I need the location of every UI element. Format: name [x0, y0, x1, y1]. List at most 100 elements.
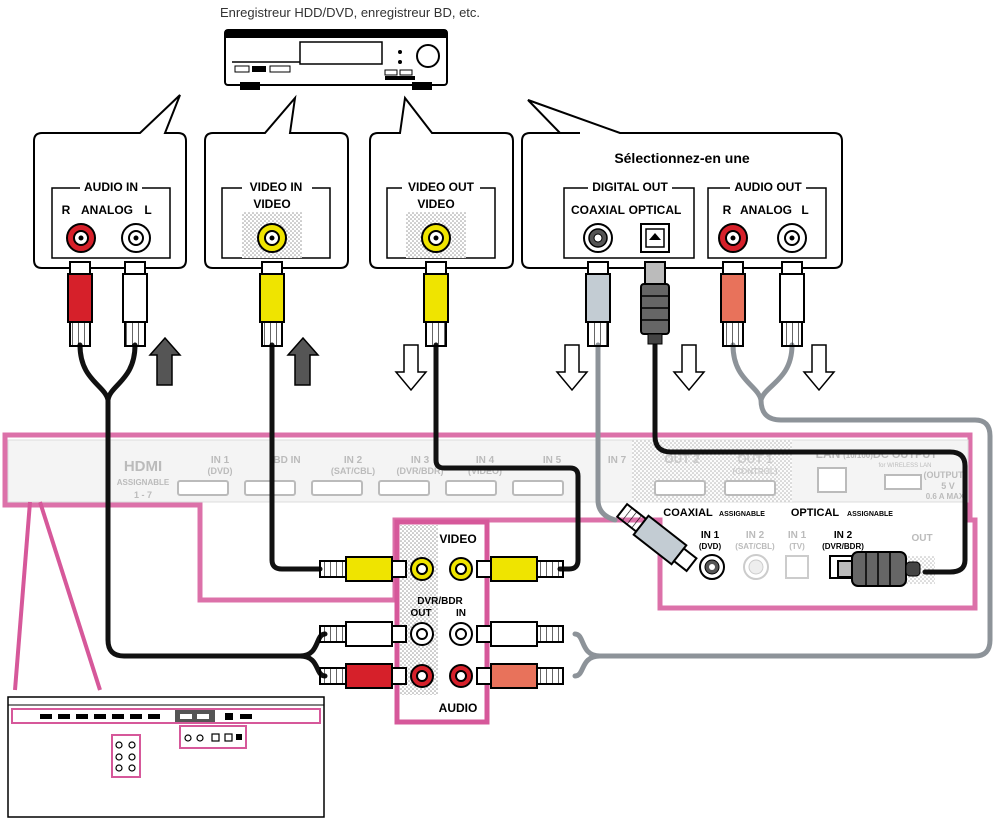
audio-out-l: L [801, 203, 808, 217]
hdmi-out1-label: OUT 1 [737, 452, 773, 466]
coax-in1-jack-icon [699, 554, 725, 580]
dvr-bdr-label: DVR/BDR [417, 596, 463, 607]
bubble-video-in: VIDEO IN VIDEO [204, 94, 349, 269]
coax-in2-sub: (SAT/CBL) [735, 542, 775, 551]
dvr-out-label: OUT [410, 608, 431, 619]
digital-out-title: DIGITAL OUT [592, 180, 668, 194]
opt-in2-label: IN 2 [834, 530, 853, 541]
hdmi-in1-label: IN 1 [211, 455, 230, 466]
rca-plug-red-h-left-icon [319, 663, 407, 689]
audio-out-r-jack-icon [718, 223, 748, 253]
rca-plug-yellow-h-left-icon [319, 556, 407, 582]
coaxial-out-jack-icon [583, 223, 613, 253]
bubble-audio-in: AUDIO IN R ANALOG L [33, 94, 187, 269]
optical-label: OPTICAL [791, 507, 840, 519]
hdmi-in2-label: IN 2 [344, 455, 363, 466]
coaxial-plug-diagonal-icon [615, 502, 698, 573]
coaxial-plug-icon [585, 261, 611, 347]
audio-r-in-rca-icon [449, 664, 473, 688]
video-in-sub: VIDEO [253, 197, 290, 211]
hdmi-out2-label: OUT 2 [664, 452, 700, 466]
video-out-title: VIDEO OUT [408, 180, 475, 194]
rca-plug-white-out-icon [779, 261, 805, 347]
hdmi-bd-in-label: BD IN [273, 455, 300, 466]
hdmi-range-label: 1 - 7 [134, 490, 152, 500]
plugs-upper [67, 261, 805, 347]
coax-in1-sub: (DVD) [699, 542, 722, 551]
arrow-down-icon [394, 344, 428, 392]
audio-in-l: L [144, 203, 151, 217]
audio-in-title: AUDIO IN [84, 180, 138, 194]
optical-out-jack-icon [640, 223, 670, 253]
optical-plug-horizontal-icon [837, 551, 921, 587]
device-label: Enregistreur HDD/DVD, enregistreur BD, e… [220, 5, 480, 20]
video-in-title: VIDEO IN [250, 180, 303, 194]
bubble-select-one: Sélectionnez-en une DIGITAL OUT COAXIAL … [521, 99, 843, 269]
lan-port-icon [817, 467, 847, 493]
hdmi-assignable-label: ASSIGNABLE [117, 478, 170, 487]
output-label: (OUTPUT) [924, 470, 967, 480]
rca-plug-salmon-icon [720, 261, 746, 347]
receiver-rear-panel: HDMI ASSIGNABLE 1 - 7 IN 1 (DVD) BD IN I… [2, 432, 978, 725]
hdmi-in7-label: IN 7 [608, 455, 627, 466]
select-one-label: Sélectionnez-en une [614, 150, 750, 166]
hdmi-in4-label: IN 4 [476, 455, 495, 466]
current-label: 0.6 A MAX [926, 492, 965, 501]
signal-arrows [148, 336, 836, 392]
video-out-jack-icon [421, 223, 451, 253]
video-in-jack-icon [257, 223, 287, 253]
arrow-down-icon [802, 344, 836, 392]
opt-in1-sub: (TV) [789, 542, 805, 551]
optical-assignable-label: ASSIGNABLE [847, 511, 893, 518]
audio-out-l-jack-icon [777, 223, 807, 253]
hdmi-control-label: (CONTROL) [733, 467, 778, 476]
coaxial-assignable-label: ASSIGNABLE [719, 511, 765, 518]
audio-label: AUDIO [439, 701, 478, 715]
voltage-label: 5 V [941, 481, 955, 491]
video-in-rca-left-icon [410, 557, 434, 581]
video-in-rca-right-icon [449, 557, 473, 581]
audio-l-out-rca-icon [410, 622, 434, 646]
audio-in-analog: ANALOG [81, 203, 133, 217]
hdmi-in3-sub: (DVR/BDR) [397, 466, 444, 476]
opt-in2-sub: (DVR/BDR) [822, 542, 864, 551]
recorder-device-icon [224, 29, 448, 90]
audio-r-out-rca-icon [410, 664, 434, 688]
coax-in2-label: IN 2 [746, 530, 765, 541]
hdmi-label: HDMI [124, 458, 162, 475]
hdmi-in5-label: IN 5 [543, 455, 562, 466]
audio-in-r-jack-icon [66, 223, 96, 253]
digital-out-optical: OPTICAL [629, 203, 682, 217]
coax-in2-jack-icon [743, 554, 769, 580]
rca-plug-white-icon [122, 261, 148, 347]
hdmi-in3-label: IN 3 [411, 455, 430, 466]
audio-in-r: R [62, 203, 71, 217]
opt-in1-jack-icon [785, 555, 809, 579]
hdmi-in4-sub: (VIDEO) [468, 466, 502, 476]
lan-sub-label: (10/100) [843, 451, 873, 460]
audio-in-l-jack-icon [121, 223, 151, 253]
hdmi-in1-sub: (DVD) [208, 466, 233, 476]
arrow-down-icon [672, 344, 706, 392]
audio-l-in-rca-icon [449, 622, 473, 646]
audio-out-analog: ANALOG [740, 203, 792, 217]
arrow-up-icon [286, 336, 320, 386]
plugs-lower [319, 502, 921, 689]
audio-out-r: R [723, 203, 732, 217]
opt-out-label: OUT [911, 533, 932, 544]
arrow-down-icon [555, 344, 589, 392]
hdmi-in2-sub: (SAT/CBL) [331, 466, 375, 476]
video-label: VIDEO [439, 532, 476, 546]
opt-in1-label: IN 1 [788, 530, 807, 541]
rca-plug-yellow-in-icon [259, 261, 285, 347]
arrow-up-icon [148, 336, 182, 386]
rca-plug-white-h-right-icon [476, 621, 564, 647]
dc-output-sub: for WIRELESS LAN [878, 463, 931, 469]
hdmi-ports [177, 480, 776, 496]
rca-plug-yellow-h-right-icon [476, 556, 564, 582]
rca-plug-red-icon [67, 261, 93, 347]
cables [77, 342, 993, 679]
video-out-sub: VIDEO [417, 197, 454, 211]
audio-out-title: AUDIO OUT [734, 180, 802, 194]
